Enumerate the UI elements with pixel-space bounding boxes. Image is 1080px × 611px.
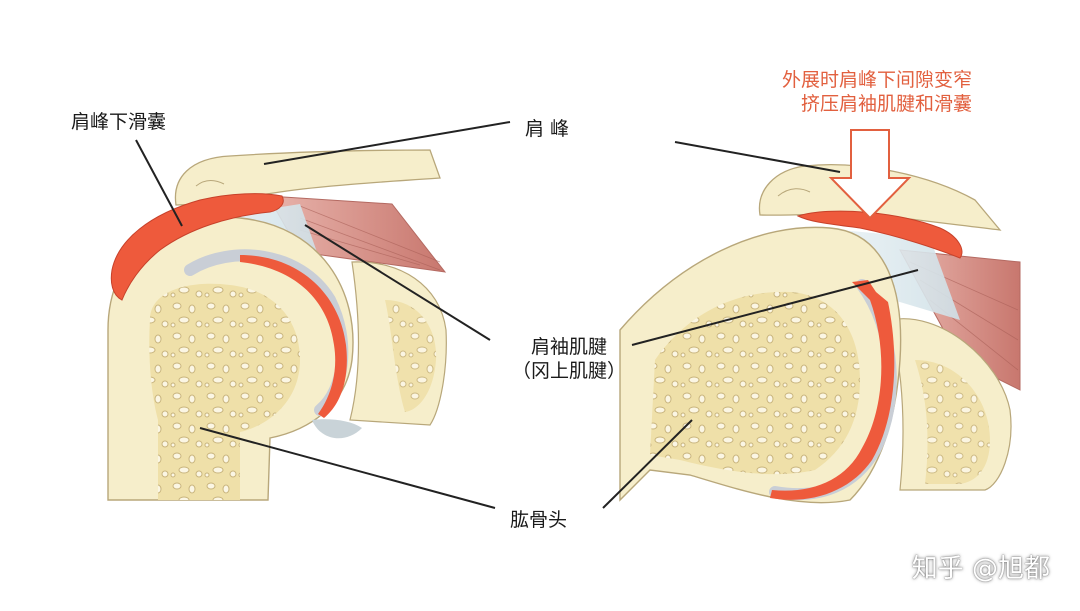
- label-subacromial-bursa: 肩峰下滑囊: [71, 111, 167, 133]
- watermark: 知乎 @旭都: [911, 554, 1050, 584]
- right-joint-synovium: [770, 280, 895, 500]
- leader-acromion-right: [674, 141, 841, 173]
- right-shoulder: [619, 129, 1021, 504]
- annotation-line2: 挤压肩袖肌腱和滑囊: [800, 93, 972, 115]
- label-acromion: 肩 峰: [525, 118, 570, 140]
- annotation-note: 外展时肩峰下间隙变窄 挤压肩袖肌腱和滑囊: [782, 68, 972, 116]
- label-humeral-head: 肱骨头: [510, 509, 568, 531]
- leader-cuff-left: [304, 224, 491, 341]
- leader-acromion-left: [263, 121, 511, 165]
- label-rotator-cuff: 肩袖肌腱 （冈上肌腱）: [510, 335, 628, 383]
- left-joint-synovium: [240, 255, 347, 418]
- leader-head-right: [602, 419, 693, 509]
- leader-bursa: [135, 139, 183, 227]
- leader-cuff-right: [631, 269, 919, 346]
- compression-arrow: [828, 129, 912, 220]
- leader-lines: [135, 121, 919, 509]
- annotation-line1: 外展时肩峰下间隙变窄: [781, 69, 972, 91]
- label-rotator-cuff-line1: 肩袖肌腱: [530, 336, 607, 358]
- leader-head-left: [199, 427, 496, 509]
- label-rotator-cuff-line2: （冈上肌腱）: [511, 360, 626, 382]
- left-shoulder: [107, 149, 447, 501]
- left-subacromial-bursa: [110, 193, 284, 301]
